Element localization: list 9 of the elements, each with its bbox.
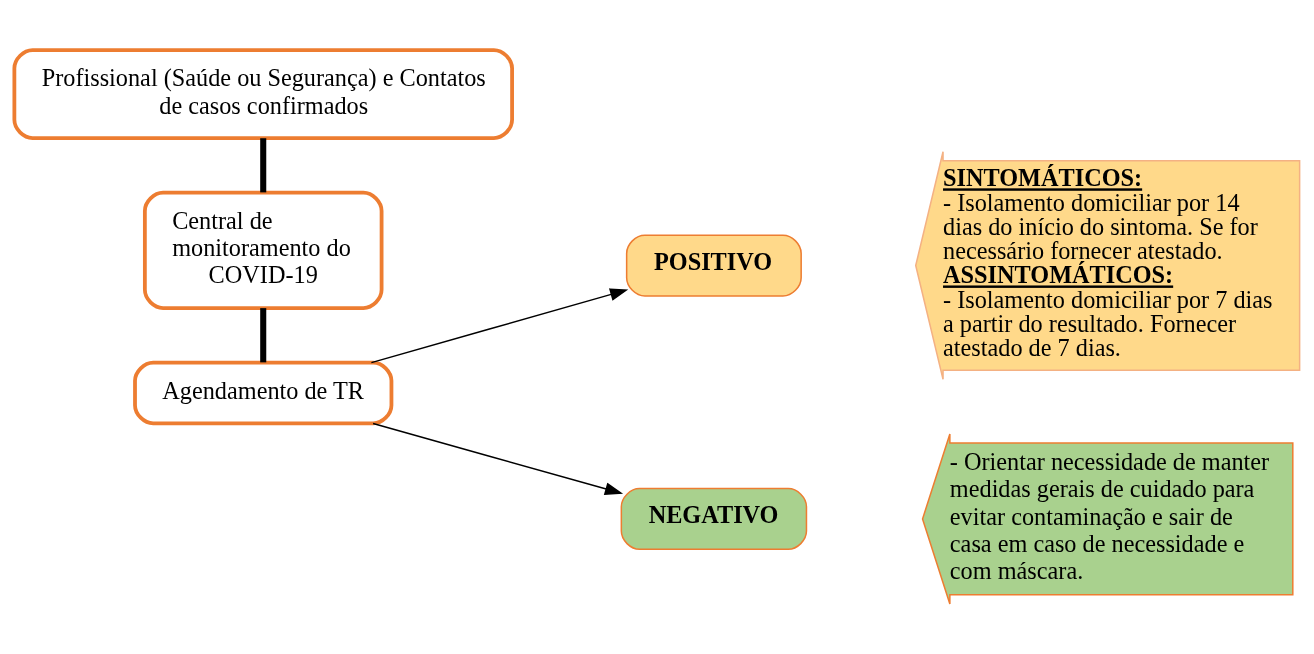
connector xyxy=(260,138,267,193)
node-box: Agendamento de TR xyxy=(133,360,394,426)
node-box: Profissional (Saúde ou Segurança) e Contatos de casos confirmados xyxy=(12,48,514,140)
node-box: NEGATIVO xyxy=(620,487,808,551)
arrow xyxy=(372,422,624,496)
arrow xyxy=(370,288,629,364)
node-box: Central de monitoramento do COVID-19 xyxy=(142,190,384,310)
connector xyxy=(260,308,267,363)
node-box: POSITIVO xyxy=(625,234,802,297)
